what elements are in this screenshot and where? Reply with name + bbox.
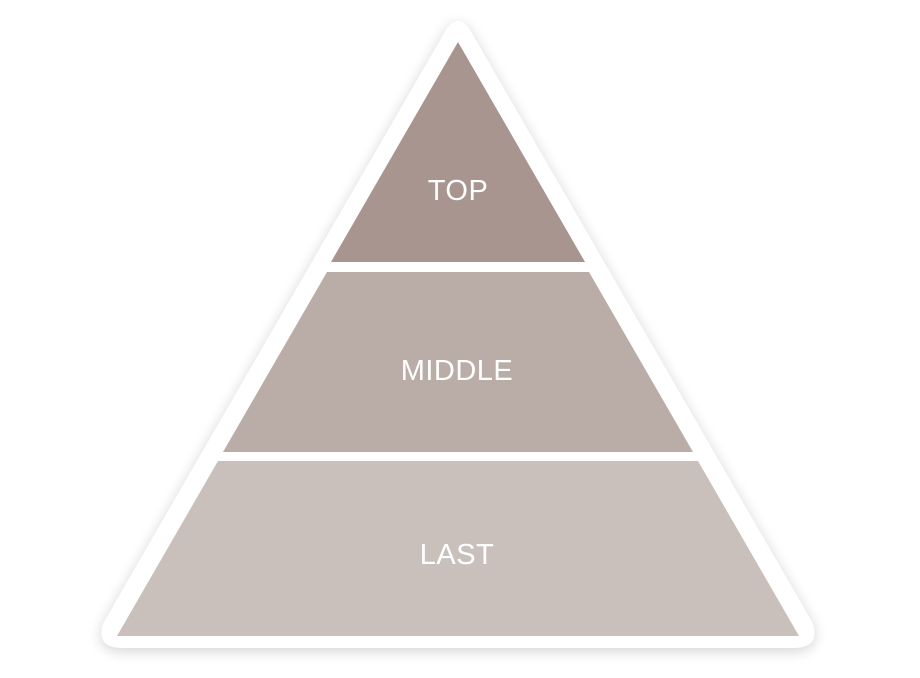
tier-middle — [223, 272, 693, 452]
tier-last — [117, 461, 799, 636]
tier-top — [331, 42, 585, 262]
tier-middle-label: MIDDLE — [401, 355, 514, 387]
tier-last-label: LAST — [420, 539, 495, 571]
tier-top-label: TOP — [428, 175, 489, 207]
